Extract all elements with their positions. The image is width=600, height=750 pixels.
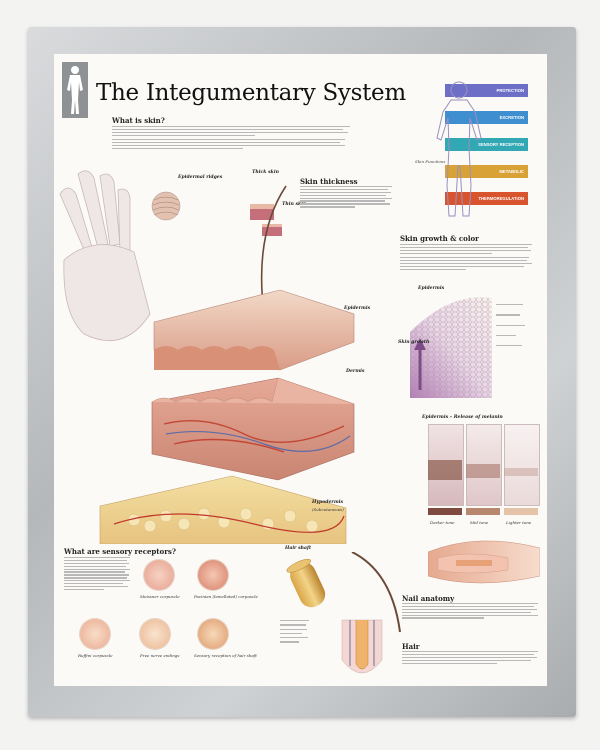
label-free-nerve: Free nerve endings (140, 653, 180, 658)
skin-cross-section-diagram (59, 170, 355, 544)
free-nerve-image (140, 619, 170, 649)
body-outline-icon (436, 81, 482, 217)
label-dermis: Dermis (346, 369, 365, 374)
band-metabolic: METABOLIC (445, 165, 528, 178)
nail-text (402, 603, 538, 620)
label-subcutaneous: (Subcutaneous) (312, 507, 344, 512)
label-thick-skin: Thick skin (252, 170, 279, 175)
label-hair-shaft: Hair shaft (285, 546, 312, 551)
hair-diagram (286, 552, 401, 674)
label-growth-epidermis: Epidermis (418, 286, 445, 291)
skin-thickness-heading: Skin thickness (300, 177, 358, 186)
band-excretion: EXCRETION (445, 111, 528, 124)
label-pacinian: Pacinian (lamellated) corpuscle (194, 594, 258, 599)
label-mid-tone: Mid tone (470, 520, 489, 525)
skin-functions-chart: PROTECTION EXCRETION SENSORY RECEPTION M… (415, 76, 528, 221)
hair-callouts (280, 620, 312, 644)
what-is-skin-heading: What is skin? (112, 116, 165, 125)
label-darker-tone: Darker tone (430, 520, 455, 525)
hair-receptor-image (198, 619, 228, 649)
skin-functions-label: Skin Functions (415, 159, 446, 164)
human-silhouette-icon (62, 62, 88, 118)
label-hypodermis: Hypodermis (312, 500, 344, 505)
label-ruffini: Ruffini corpuscle (78, 653, 113, 658)
nail-heading: Nail anatomy (402, 594, 455, 603)
skin-growth-text (400, 244, 532, 271)
poster: The Integumentary System What is skin? P… (54, 54, 547, 686)
band-thermoregulation: THERMOREGULATION (445, 192, 528, 205)
melanin-panels (428, 424, 540, 519)
sensory-text (64, 557, 130, 592)
skin-growth-diagram (410, 297, 492, 398)
skin-thickness-text (300, 186, 392, 209)
page-title: The Integumentary System (96, 80, 406, 106)
hair-heading: Hair (402, 642, 420, 651)
ruffini-image (80, 619, 110, 649)
label-melanin: Epidermis – Release of melanin (422, 415, 503, 420)
label-epidermis: Epidermis (344, 306, 371, 311)
nail-diagram (428, 540, 540, 584)
sensory-heading: What are sensory receptors? (64, 547, 176, 556)
band-sensory-reception: SENSORY RECEPTION (445, 138, 528, 151)
label-skin-growth: Skin growth (398, 340, 430, 345)
pacinian-image (198, 560, 228, 590)
label-meissner: Meissner corpuscle (140, 594, 180, 599)
what-is-skin-text (112, 126, 350, 151)
growth-callouts (496, 304, 530, 348)
label-epidermal-ridges: Epidermal ridges (178, 175, 223, 180)
label-lighter-tone: Lighter tone (506, 520, 532, 525)
hair-text (402, 651, 538, 665)
label-hair-receptor: Sensory reception of hair shaft (194, 653, 257, 658)
label-thin-skin: Thin skin (282, 202, 307, 207)
meissner-image (144, 560, 174, 590)
skin-growth-heading: Skin growth & color (400, 234, 479, 243)
